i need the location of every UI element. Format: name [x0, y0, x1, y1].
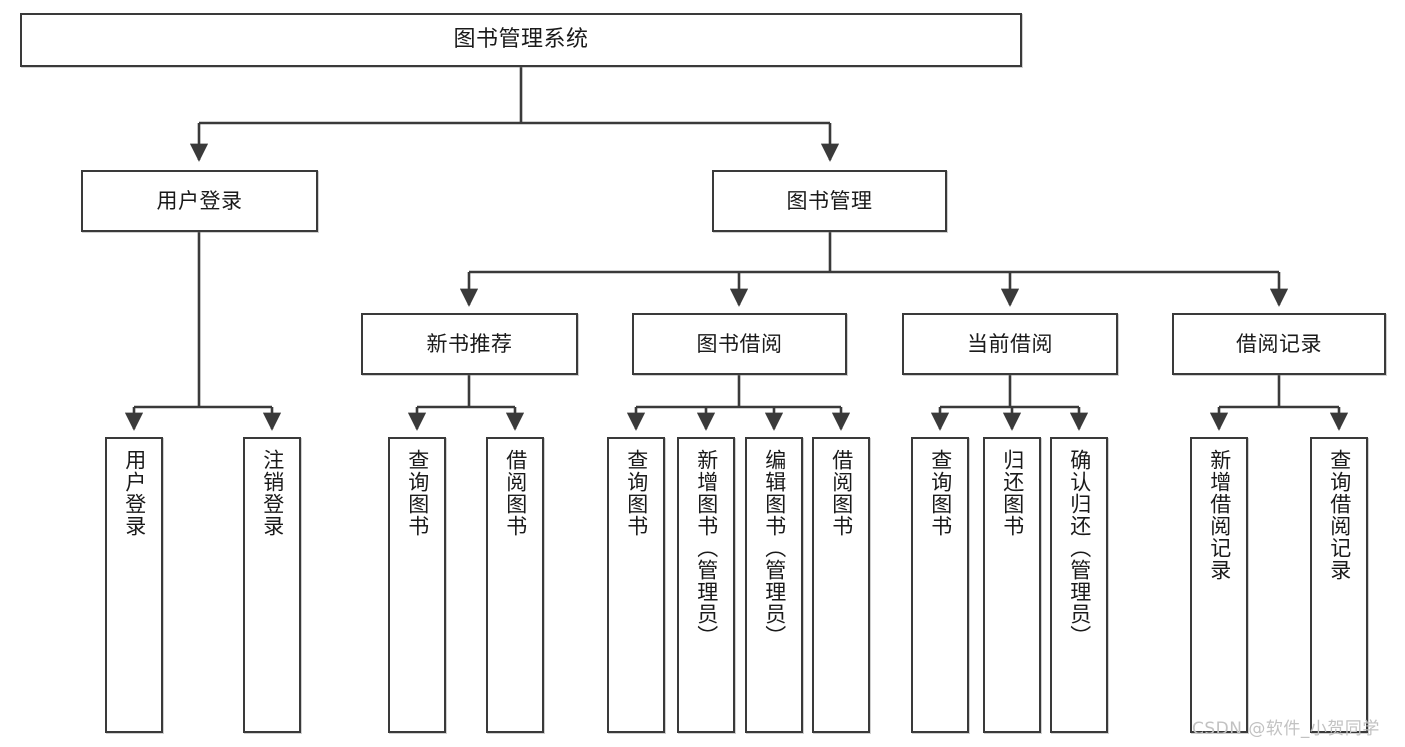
node-leaf-add-record[interactable]: 新增借阅记录: [1190, 437, 1248, 733]
node-label: 新增图书（管理员）: [694, 449, 719, 647]
node-label: 归还图书: [1000, 449, 1025, 537]
node-label: 查询图书: [405, 449, 430, 537]
node-label: 注销登录: [260, 449, 285, 537]
node-leaf-borrow-book-1[interactable]: 借阅图书: [486, 437, 544, 733]
node-label: 用户登录: [156, 188, 243, 213]
node-label: 确认归还（管理员）: [1067, 449, 1092, 647]
csdn-watermark: CSDN @软件_小贺同学: [1192, 719, 1380, 739]
node-label: 当前借阅: [967, 331, 1053, 356]
node-leaf-query-book-3[interactable]: 查询图书: [911, 437, 969, 733]
node-book-borrow[interactable]: 图书借阅: [632, 313, 847, 375]
node-label: 图书借阅: [696, 331, 783, 356]
node-label: 借阅图书: [829, 449, 854, 537]
node-label: 图书管理: [786, 188, 873, 213]
node-root-system[interactable]: 图书管理系统: [20, 13, 1022, 67]
node-leaf-return-book[interactable]: 归还图书: [983, 437, 1041, 733]
node-user-login[interactable]: 用户登录: [81, 170, 318, 232]
node-label: 借阅记录: [1236, 331, 1322, 356]
node-leaf-borrow-book-2[interactable]: 借阅图书: [812, 437, 870, 733]
node-leaf-confirm-return[interactable]: 确认归还（管理员）: [1050, 437, 1108, 733]
node-label: 新增借阅记录: [1207, 449, 1232, 581]
node-leaf-query-record[interactable]: 查询借阅记录: [1310, 437, 1368, 733]
node-label: 新书推荐: [426, 331, 513, 356]
node-label: 编辑图书（管理员）: [762, 449, 787, 647]
node-label: 查询图书: [624, 449, 649, 537]
node-label: 用户登录: [122, 449, 147, 537]
node-label: 查询借阅记录: [1327, 449, 1352, 581]
node-current-borrow[interactable]: 当前借阅: [902, 313, 1118, 375]
node-label: 图书管理系统: [453, 27, 589, 53]
node-leaf-edit-book[interactable]: 编辑图书（管理员）: [745, 437, 803, 733]
node-book-management[interactable]: 图书管理: [712, 170, 947, 232]
node-leaf-query-book-1[interactable]: 查询图书: [388, 437, 446, 733]
node-leaf-logout[interactable]: 注销登录: [243, 437, 301, 733]
node-label: 借阅图书: [503, 449, 528, 537]
node-leaf-user-login[interactable]: 用户登录: [105, 437, 163, 733]
node-leaf-add-book[interactable]: 新增图书（管理员）: [677, 437, 735, 733]
node-borrow-record[interactable]: 借阅记录: [1172, 313, 1386, 375]
node-leaf-query-book-2[interactable]: 查询图书: [607, 437, 665, 733]
node-label: 查询图书: [928, 449, 953, 537]
node-new-book-recommend[interactable]: 新书推荐: [361, 313, 578, 375]
